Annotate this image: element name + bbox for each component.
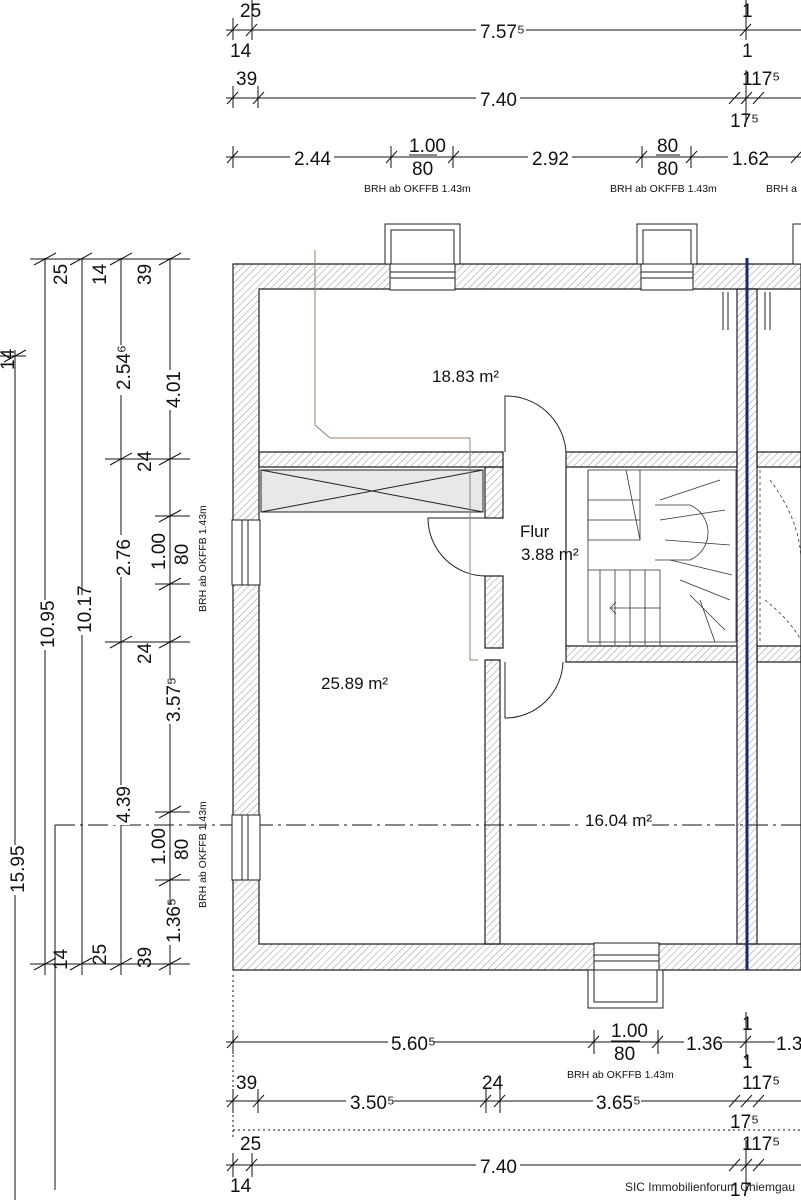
dim-label: 39 [135,264,156,285]
dim-label: 14 [0,348,19,370]
left-dimension-labels: 25 14 39 2.54⁶ 4.01 24 2.76 1.00 80 24 3… [0,263,209,970]
dim-label: 4.01 [164,371,185,408]
dim-label: 24 [135,642,156,664]
brh-note: BRH ab OKFFB 1.43m [567,1069,674,1081]
outer-walls [231,223,801,1009]
dim-label: 24 [482,1073,504,1094]
dim-label: 2.92 [532,149,569,170]
dim-label: 17 [730,1180,751,1200]
shaft [260,469,484,513]
dim-label: 1.36 [686,1034,723,1055]
dim-label: 39 [135,947,156,968]
dim-label: 5.60⁵ [391,1034,436,1055]
dim-label: 117⁵ [742,1073,780,1094]
room-area-label: 25.89 m² [321,674,388,693]
dim-label: 2.44 [294,149,331,170]
brh-note: BRH ab OKFFB 1.43m [610,183,717,195]
bottom-dimension-labels: 5.60⁵ 1.00 80 1.36 1.36 1 1 BRH ab OKFFB… [230,1014,801,1200]
dim-label: 25 [90,944,111,965]
dim-label: 14 [90,263,111,285]
dim-label: 117⁵ [742,69,780,90]
brh-note: BRH ab OKFFB 1.43m [197,505,209,612]
dim-label: 1.00 [611,1021,648,1042]
dim-label: 10.95 [38,600,59,648]
brh-note: BRH a [766,183,797,195]
top-dimension-labels: 25 14 7.57⁵ 1 1 39 7.40 117⁵ 17⁵ 2.44 1.… [230,1,797,195]
dim-label: 1.00 [149,828,170,865]
dim-label: 1.36⁵ [164,898,185,943]
dim-label: 15.95 [8,845,29,893]
dim-label: 7.57⁵ [480,22,525,43]
dim-label: 39 [236,69,257,90]
dim-label: 1.62 [732,149,769,170]
dim-label: 17⁵ [730,111,759,132]
dim-label: 25 [240,1134,261,1155]
room-name-label: Flur [520,522,550,541]
dim-label: 25 [51,264,72,285]
dim-label: 3.50⁵ [350,1093,395,1114]
dim-label: 1.00 [409,136,446,157]
dim-label: 3.57⁵ [164,677,185,722]
watermark: SIC Immobilienforum Chiemgau [624,1180,795,1194]
dim-label: 117⁵ [742,1134,780,1155]
dim-label: 10.17 [75,585,96,633]
dim-label: 80 [172,544,193,565]
dim-label: 80 [657,136,678,157]
doors [427,292,771,719]
dim-label: 17⁵ [730,1112,759,1133]
dim-label: 14 [230,41,252,62]
room-area-label: 18.83 m² [432,367,499,386]
dim-label: 1 [742,41,753,62]
dim-label: 1 [742,1052,753,1073]
room-area-label: 3.88 m² [521,545,579,564]
dim-label: 14 [230,1176,252,1197]
dim-label: 7.40 [480,90,517,111]
staircase [587,469,801,645]
dim-label: 3.65⁵ [596,1093,641,1114]
dim-label: 80 [172,839,193,860]
dim-label: 25 [240,1,261,22]
dim-label: 80 [412,159,433,180]
inner-walls [258,288,801,945]
dim-label: 39 [236,1073,257,1094]
dim-label: 1 [742,1,753,22]
brh-note: BRH ab OKFFB 1.43m [197,801,209,908]
installation-line [314,250,478,661]
dim-label: 1 [742,1014,753,1035]
left-dimension-chains [0,252,801,1200]
dim-label: 1.36 [776,1034,801,1055]
dim-label: 2.76 [114,539,135,576]
dim-label: 1.00 [149,533,170,570]
dim-label: 2.54⁶ [114,345,135,390]
brh-note: BRH ab OKFFB 1.43m [364,183,471,195]
room-labels: 18.83 m² Flur 3.88 m² 25.89 m² 16.04 m² [321,367,652,832]
dim-label: 4.39 [114,786,135,823]
dim-label: 24 [135,450,156,472]
dim-label: 80 [657,159,678,180]
dim-label: 14 [51,948,72,970]
dim-label: 80 [614,1044,635,1065]
room-area-label: 16.04 m² [585,811,652,830]
dim-label: 7.40 [480,1157,517,1178]
